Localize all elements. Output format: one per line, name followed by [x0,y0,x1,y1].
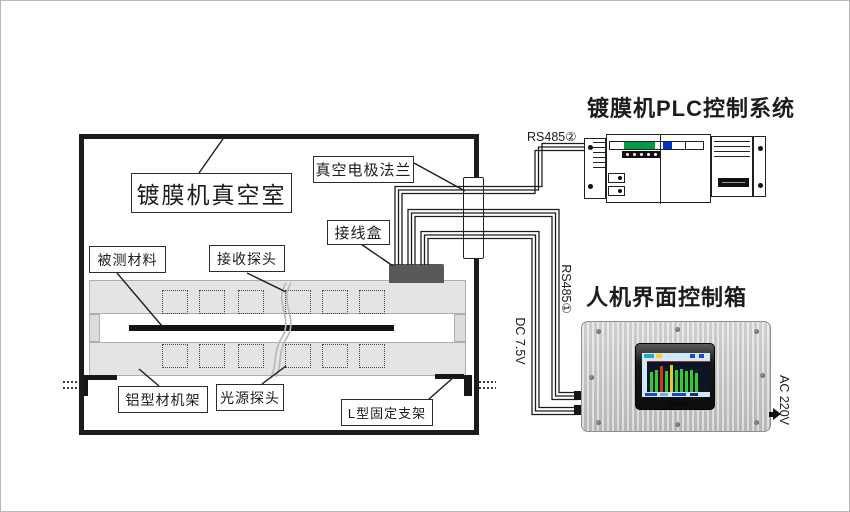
mount-line [479,381,496,383]
plc-card-slot [718,178,749,187]
probe-cable-loop [270,282,292,378]
l-bracket-left-foot [88,375,117,380]
l-bracket-left [80,375,88,396]
wire-rs485-hmi [407,208,578,401]
aluminum-frame-label: 铝型材机架 [118,386,208,413]
plc-title: 镀膜机PLC控制系统 [587,96,796,121]
mount-line [479,387,496,389]
flange-label: 真空电极法兰 [313,156,414,183]
junction-box [389,264,444,283]
light-source-window [359,344,385,368]
hmi-title: 人机界面控制箱 [586,285,748,310]
conveyor-top-bar [89,280,466,314]
receiver-window [322,290,348,314]
light-source-window [238,344,264,368]
junction-box-label: 接线盒 [327,220,390,245]
wire-dc-power [420,230,578,416]
rs485-plc-label: RS485② [527,130,577,144]
light-source-window [162,344,188,368]
receiver-window [285,290,311,314]
material-label: 被测材料 [89,246,166,273]
frame-left-column [89,314,100,342]
hmi-screen[interactable] [642,353,710,397]
ac-power-label: AC 220V [777,374,791,426]
leader-lines [116,135,466,400]
plc-extension-module [711,136,753,197]
light-source-window [285,344,311,368]
light-probe-label: 光源探头 [216,384,284,411]
l-bracket-right [464,375,472,396]
receiver-window [199,290,225,314]
chamber-title: 镀膜机真空室 [131,173,292,213]
wire-rs485-plc [394,142,586,265]
receiver-window [162,290,188,314]
receiver-window [238,290,264,314]
plc-mount-bracket [584,138,606,199]
hmi-cable-gland [574,405,582,415]
plc-port [608,173,625,183]
l-bracket-right-foot [435,374,464,379]
brand-logo [666,401,687,406]
mount-line [63,381,80,383]
receiver-probe-label: 接收探头 [209,245,285,272]
plc-display-green [624,142,655,149]
light-source-window [322,344,348,368]
hmi-cable-gland [574,391,582,400]
hmi-control-panel [581,321,771,432]
plc-port [608,186,625,196]
ac-power-plug-tip [773,408,781,420]
mount-line [63,387,80,389]
vacuum-chamber-wall [79,134,479,435]
plc-indicator-blue [663,142,672,149]
hmi-bar-chart [647,361,710,392]
frame-right-column [454,314,466,342]
plc-main-module [606,134,711,204]
plc-terminal-block [622,151,661,158]
dc-power-label: DC 7.5V [513,317,527,365]
measured-material-strip [129,325,394,331]
rs485-hmi-label: RS485① [559,264,573,314]
light-source-window [199,344,225,368]
hmi-touchscreen[interactable] [635,343,715,410]
ac-power-plug [769,412,773,417]
l-bracket-label: L型固定支架 [341,399,433,426]
plc-end-bracket [753,136,766,197]
receiver-window [359,290,385,314]
